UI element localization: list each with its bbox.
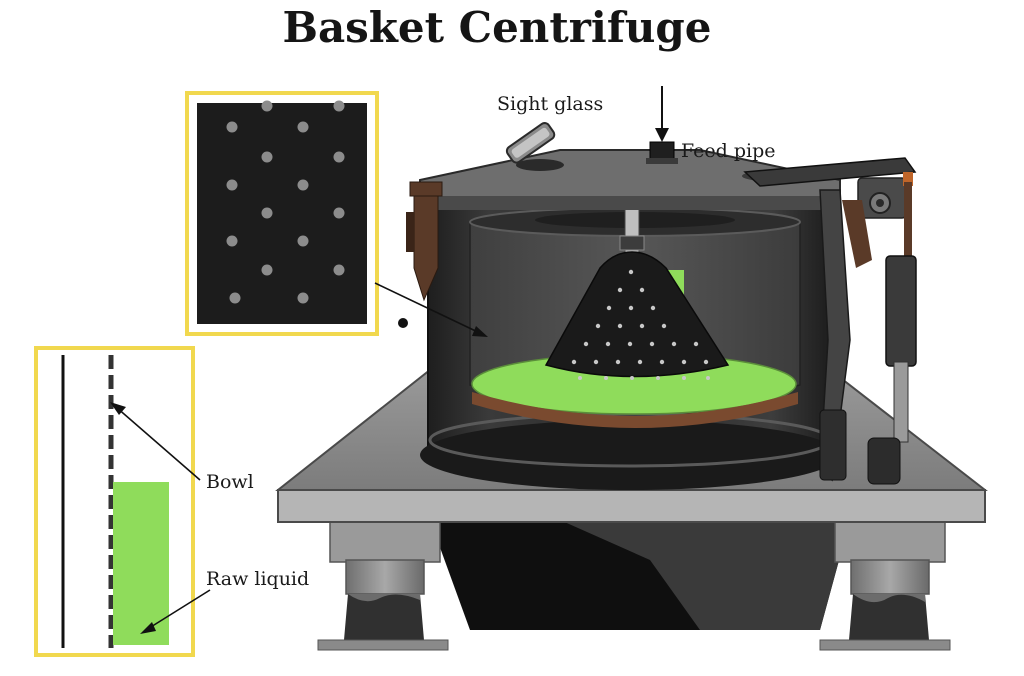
drum-base-shadow — [420, 420, 840, 490]
feed-pipe-label: Feed pipe — [681, 140, 775, 162]
bowl-arrow-line — [115, 406, 201, 481]
shaft-collar — [619, 235, 645, 251]
raw-liquid-fill — [113, 482, 169, 645]
section-callout — [34, 346, 195, 657]
base-inner-wall — [560, 520, 850, 630]
perforation-dots — [226, 100, 345, 304]
sight-glass — [505, 122, 556, 164]
bowl-perforations — [571, 269, 710, 380]
raw-liquid-arrow-line — [145, 589, 211, 631]
diagram-title: Basket Centrifuge — [282, 3, 711, 52]
callout-leader-arrow — [472, 326, 488, 337]
feed-pipe — [646, 141, 678, 164]
perforation-callout — [185, 91, 379, 336]
table-front-edge — [277, 489, 986, 523]
right-struts — [819, 182, 917, 485]
raw-liquid-arrow-head — [140, 622, 156, 634]
basket-bottom-rim — [472, 392, 798, 428]
callout-leader-line — [374, 282, 485, 336]
callout-dot — [398, 318, 408, 328]
centrifuge-machine — [275, 122, 988, 651]
right-leg — [819, 519, 951, 651]
sight-glass-label: Sight glass — [497, 93, 603, 115]
lid-front-band — [420, 196, 840, 210]
feed-arrow-head — [655, 128, 669, 142]
lid-hatch — [516, 159, 564, 171]
raw-liquid-label: Raw liquid — [206, 568, 309, 590]
left-leg — [317, 519, 449, 651]
bowl-label: Bowl — [206, 471, 254, 493]
lid-hinge — [743, 157, 917, 219]
bowl-arrow-head — [110, 402, 126, 415]
conical-bowl — [544, 251, 730, 378]
left-latch — [406, 181, 443, 302]
